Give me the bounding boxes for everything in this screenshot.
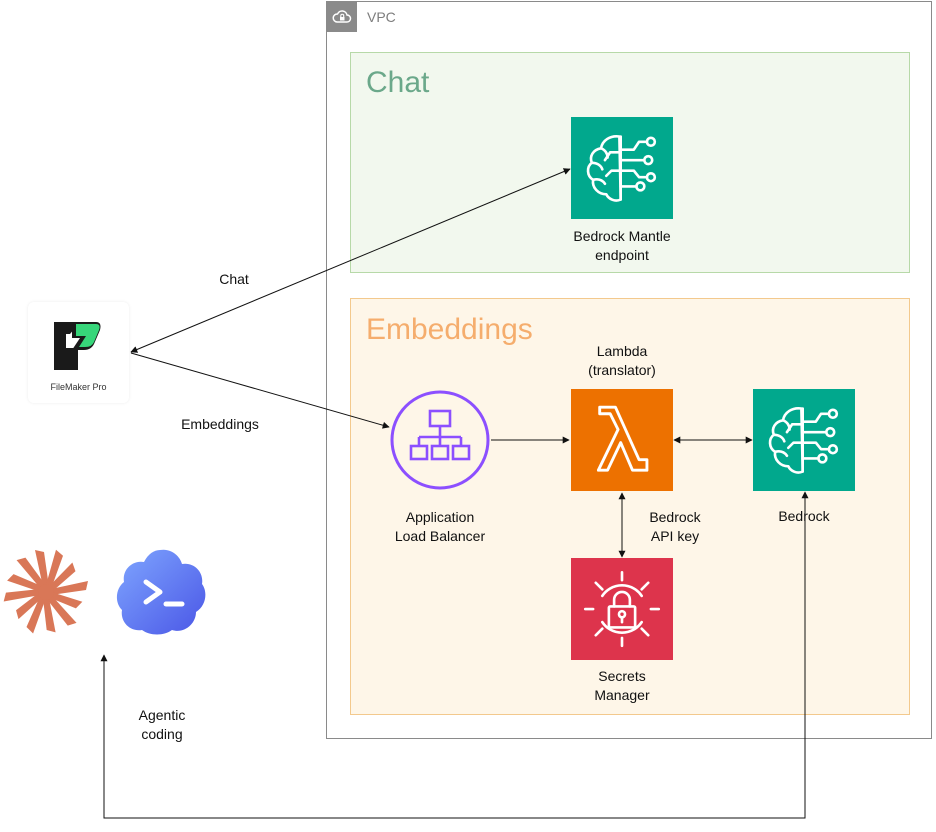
alb-node[interactable] [389,389,491,491]
chat-group-title: Chat [366,66,430,99]
claude-starburst-icon [3,549,88,634]
chat-connector [130,168,571,353]
cloud-lock-icon [326,1,357,32]
bedrock-api-key-edge-label: Bedrock API key [649,509,701,544]
bedrock-label: Bedrock [778,508,830,524]
vpc-label: VPC [367,9,396,25]
lambda-label: Lambda (translator) [588,343,656,378]
filemaker-pro-label: FileMaker Pro [50,382,107,392]
secrets-manager-label: Secrets Manager [594,668,650,703]
lambda-tile[interactable] [571,389,673,491]
embeddings-edge-label: Embeddings [181,416,259,432]
secrets-lock-icon [583,570,661,648]
secrets-manager-tile[interactable] [571,558,673,660]
bedrock-brain-icon [768,406,839,474]
embeddings-connector [130,352,390,429]
terminal-cloud-node[interactable] [116,546,208,636]
agentic-coding-edge-label: Agentic coding [138,707,186,742]
vpc-boundary [326,1,932,739]
chat-edge-label: Chat [219,271,249,287]
bedrock-mantle-tile[interactable] [571,117,673,219]
alb-label: Application Load Balancer [394,509,486,544]
lambda-icon [596,405,649,472]
claude-node[interactable] [0,546,92,638]
terminal-cloud-icon [116,549,206,635]
bedrock-brain-icon [586,134,657,202]
bedrock-mantle-label: Bedrock Mantle endpoint [573,228,671,263]
filemaker-pro-card[interactable]: FileMaker Pro [28,302,129,403]
load-balancer-icon [390,390,490,490]
bedrock-tile[interactable] [753,389,855,491]
filemaker-logo-icon [54,322,101,370]
agentic-coding-connector [100,491,809,819]
